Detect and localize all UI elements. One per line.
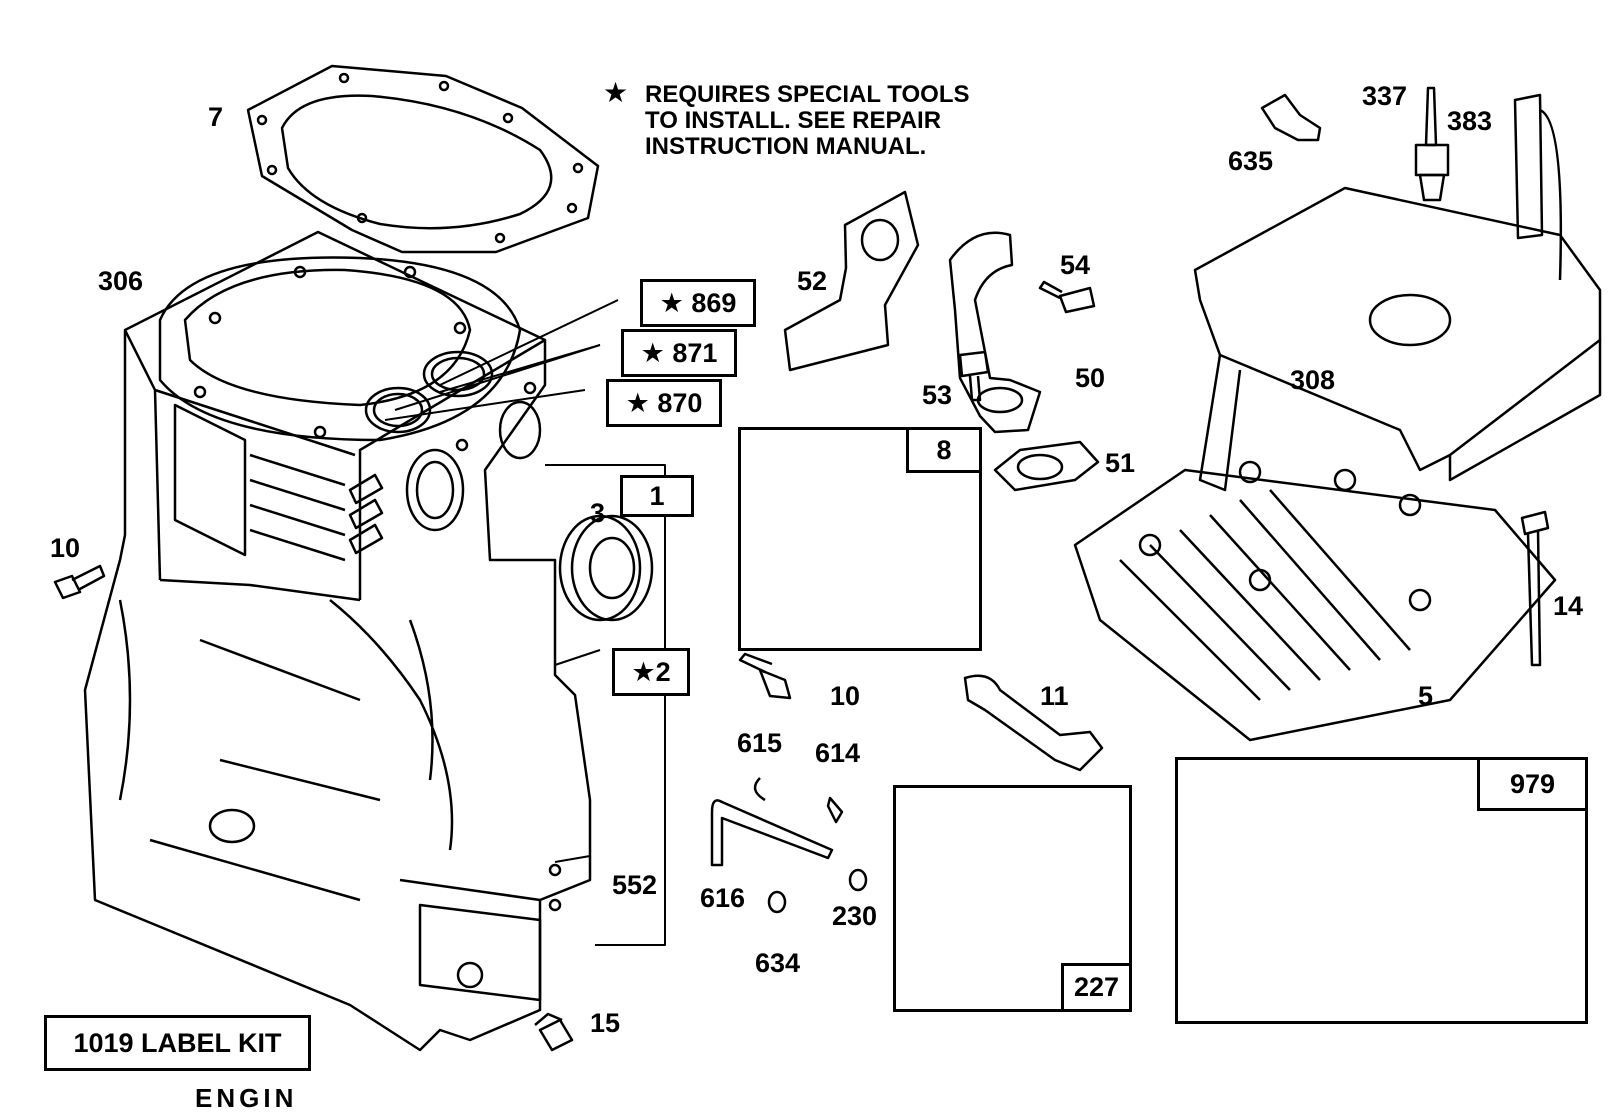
part-label-10-center: 10 (830, 681, 861, 711)
part-label-53: 53 (922, 380, 953, 410)
part-label-306: 306 (98, 266, 144, 296)
cylinder-head-5-drawing (1073, 460, 1557, 742)
note-line: TO INSTALL. SEE REPAIR (645, 107, 942, 134)
part-label-616: 616 (700, 883, 746, 913)
part-label-51: 51 (1105, 448, 1136, 478)
part-label-10: 10 (50, 533, 81, 563)
part-label-615: 615 (737, 728, 783, 758)
special-tool-part-870: ★ 870 (606, 379, 722, 427)
bolt-10-left-drawing (53, 564, 106, 600)
gasket-52-drawing (783, 190, 920, 372)
part-label-11: 11 (1040, 681, 1069, 711)
elbow-pipe-50-drawing (948, 231, 1042, 434)
special-tools-note: ★ REQUIRES SPECIAL TOOLS TO INSTALL. SEE… (603, 77, 970, 160)
part-label-3: 3 (590, 498, 606, 528)
part-label-14: 14 (1553, 591, 1584, 621)
part-label-634: 634 (755, 948, 801, 978)
oil-seal-drawing (558, 514, 654, 622)
special-tool-part-869: ★ 869 (640, 279, 756, 327)
spark-plug-337-drawing (1414, 86, 1450, 202)
part-label-50: 50 (1075, 363, 1106, 393)
bolt-10-center-drawing (738, 652, 792, 700)
cylinder-block-drawing (83, 230, 592, 1052)
part-label-7: 7 (208, 102, 224, 132)
star-icon: ★ (603, 77, 629, 108)
assembly-label-227: 227 (1061, 963, 1132, 1012)
part-label-5: 5 (1418, 681, 1434, 711)
bolt-54-drawing (1038, 280, 1096, 314)
note-line: INSTRUCTION MANUAL. (645, 133, 927, 160)
part-label-552: 552 (612, 870, 658, 900)
part-label-230: 230 (832, 901, 878, 931)
part-label-614: 614 (815, 738, 861, 768)
part-label-308: 308 (1290, 365, 1336, 395)
special-tool-part-871: ★ 871 (621, 329, 737, 377)
gasket-51-drawing (993, 440, 1100, 492)
part-label-54: 54 (1060, 250, 1091, 280)
part-label-15: 15 (590, 1008, 621, 1038)
spark-tester-383-drawing (1513, 93, 1563, 281)
part-label-383: 383 (1447, 106, 1493, 136)
assembly-label-8: 8 (906, 427, 982, 473)
part-label-337: 337 (1362, 81, 1408, 111)
bolt-53-drawing (958, 350, 990, 402)
governor-link-parts-drawing (710, 777, 868, 914)
special-tool-part-2: ★2 (612, 648, 690, 696)
head-gasket-drawing (246, 64, 600, 254)
kit-box-1: 1 (620, 475, 694, 517)
part-label-52: 52 (797, 266, 828, 296)
plug-15-drawing (534, 1012, 574, 1052)
breather-tube-11-drawing (963, 674, 1104, 772)
leader-lines (384, 299, 666, 946)
note-line: REQUIRES SPECIAL TOOLS (645, 81, 970, 108)
cylinder-head-shroud-308-drawing (1193, 186, 1602, 492)
assembly-label-979: 979 (1477, 757, 1588, 811)
part-label-635: 635 (1228, 146, 1274, 176)
spark-plug-boot-635-drawing (1260, 93, 1322, 142)
long-bolt-14-drawing (1520, 510, 1550, 667)
label-kit-box: 1019 LABEL KIT (44, 1015, 311, 1071)
